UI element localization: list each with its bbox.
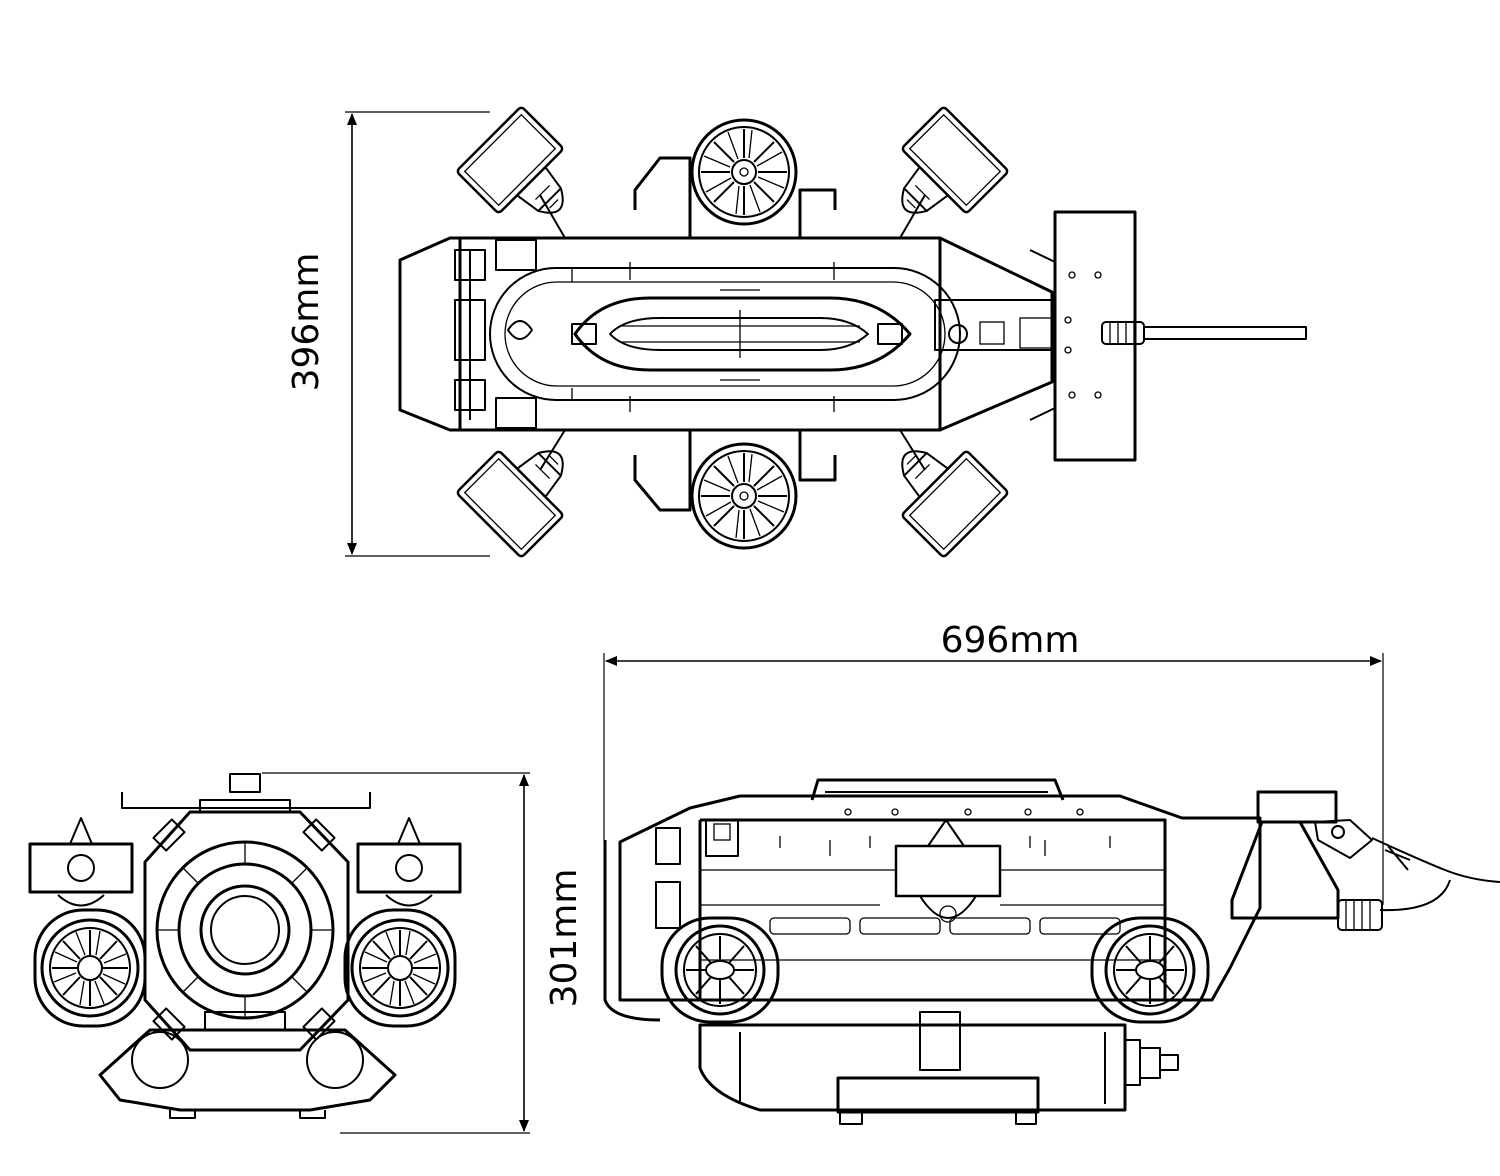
- dimension-label-height: 396mm: [286, 253, 327, 392]
- dimension-label-length: 696mm: [941, 620, 1080, 661]
- dimension-label-front-height: 301mm: [544, 869, 585, 1008]
- top-view: [398, 105, 1307, 559]
- side-view: [603, 778, 1500, 1125]
- dimension-height-top: 396mm: [286, 111, 490, 557]
- dimension-height-front: 301mm: [262, 772, 585, 1134]
- dimension-length-side: 696mm: [603, 620, 1384, 905]
- front-view: [28, 773, 462, 1119]
